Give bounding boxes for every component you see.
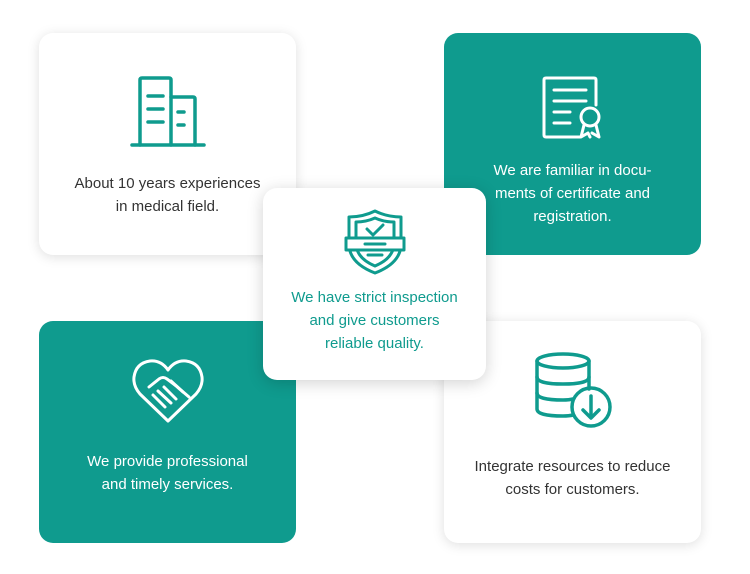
resources-text: Integrate resources to reduce costs for …	[474, 458, 671, 498]
quality-card: We have strict inspection and give custo…	[263, 188, 486, 380]
office-building-icon	[129, 76, 206, 147]
heart-handshake-icon	[131, 359, 204, 423]
shield-check-icon	[344, 209, 405, 275]
certificate-card: We are familiar in docu- ments of certif…	[444, 33, 701, 255]
certificate-text: We are familiar in docu- ments of certif…	[493, 162, 652, 225]
experience-text: About 10 years experiences in medical fi…	[74, 175, 261, 215]
database-download-icon	[534, 352, 612, 428]
certificate-document-icon	[542, 76, 600, 139]
quality-text: We have strict inspection and give custo…	[291, 289, 458, 352]
services-text: We provide professional and timely servi…	[87, 453, 248, 493]
experience-card: About 10 years experiences in medical fi…	[39, 33, 296, 255]
services-card: We provide professional and timely servi…	[39, 321, 296, 543]
resources-card: Integrate resources to reduce costs for …	[444, 321, 701, 543]
